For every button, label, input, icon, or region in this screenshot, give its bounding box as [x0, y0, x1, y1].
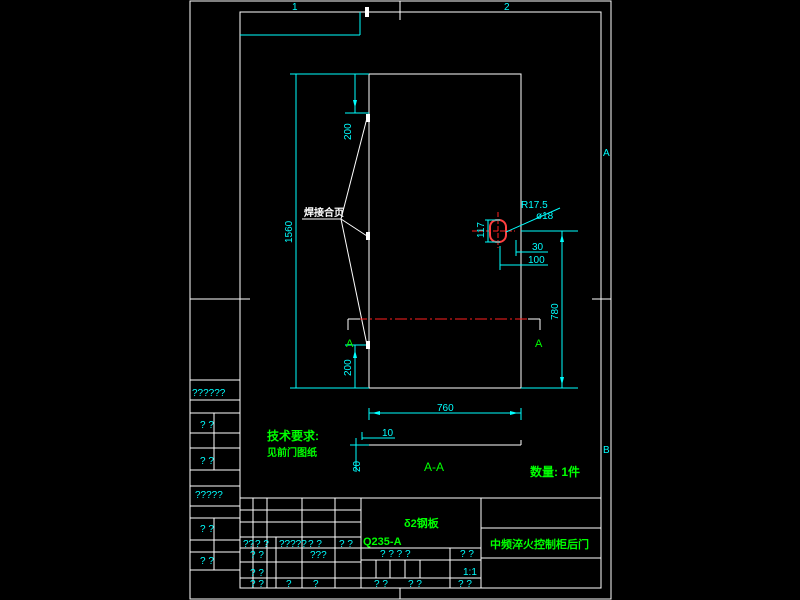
title-cell-f: ? ?	[250, 550, 264, 561]
title-cell-b: ? ?	[255, 539, 269, 550]
dim-117: 117	[476, 222, 487, 238]
title-cell-j: ? ?	[250, 568, 264, 579]
dim-780: 780	[550, 303, 561, 320]
title-cell-o: ? ?	[408, 579, 422, 590]
left-title-column	[190, 379, 240, 571]
drawing-name: 中频淬火控制柜后门	[490, 537, 589, 551]
zone-label-b: B	[603, 445, 610, 456]
section-line-a-a	[347, 318, 541, 330]
title-block-grid	[240, 497, 601, 588]
left-col-cell-5: ? ?	[200, 524, 214, 535]
left-col-cell-1: ??????	[192, 388, 226, 399]
title-cell-m: ?	[313, 579, 319, 590]
title-cell-i: ? ?	[460, 549, 474, 560]
dim-10: 10	[382, 428, 394, 439]
zone-label-a: A	[603, 148, 610, 159]
section-view	[350, 408, 522, 472]
hinge-label: 焊接合页	[304, 206, 344, 219]
tech-requirements-line: 见前门图纸	[267, 446, 317, 459]
title-cell-e: ? ?	[339, 539, 353, 550]
dim-phi18: ø18	[536, 211, 554, 222]
dim-1560: 1560	[284, 220, 295, 243]
dim-100: 100	[528, 255, 545, 266]
zone-label-1: 1	[292, 2, 298, 13]
dim-20: 20	[352, 460, 363, 472]
dim-r17-5: R17.5	[521, 200, 548, 211]
left-col-cell-4: ?????	[195, 490, 223, 501]
dim-760: 760	[437, 403, 454, 414]
dim-30: 30	[532, 242, 544, 253]
tech-requirements-title: 技术要求:	[267, 428, 319, 443]
left-dimension-lines	[290, 73, 369, 389]
title-cell-d: ? ?	[308, 539, 322, 550]
title-cell-n: ? ?	[374, 579, 388, 590]
title-cell-l: ?	[286, 579, 292, 590]
section-mark-left: A	[346, 338, 354, 350]
title-cell-a: ??	[243, 539, 255, 550]
material-spec: δ2钢板	[404, 516, 440, 530]
section-title: A-A	[424, 460, 444, 474]
zone-label-2: 2	[504, 2, 510, 13]
lock-hole-detail	[472, 207, 578, 389]
title-cell-k: ? ?	[250, 579, 264, 590]
title-cell-h: ? ? ? ?	[380, 549, 411, 560]
quantity-note: 数量: 1件	[530, 464, 580, 479]
left-col-cell-6: ? ?	[200, 556, 214, 567]
dim-200-bottom: 200	[343, 359, 354, 376]
material-grade: Q235-A	[363, 536, 402, 548]
drawing-frame	[189, 0, 612, 600]
title-cell-c: ?????	[279, 539, 307, 550]
title-cell-p: ? ?	[458, 579, 472, 590]
dim-200-top: 200	[343, 123, 354, 140]
hinge-markers	[302, 114, 370, 349]
left-col-cell-3: ? ?	[200, 456, 214, 467]
section-mark-right: A	[535, 338, 543, 350]
scale-value: 1:1	[463, 567, 477, 578]
title-cell-g: ???	[310, 550, 327, 561]
left-col-cell-2: ? ?	[200, 420, 214, 431]
